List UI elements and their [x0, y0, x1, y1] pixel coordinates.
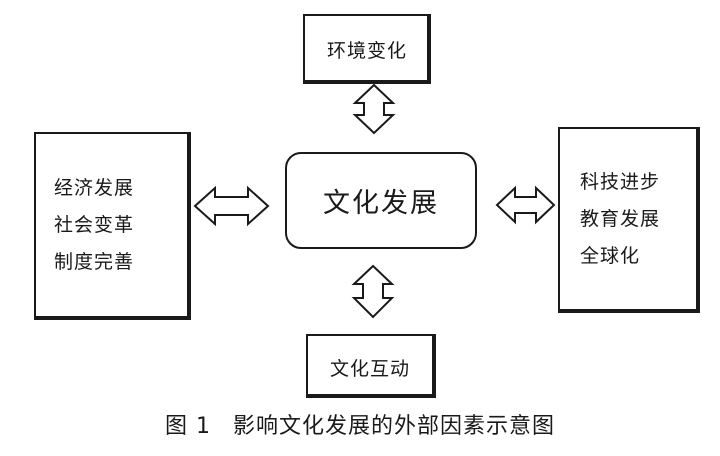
bottom-factor-label: 文化互动 — [330, 358, 411, 380]
figure-number: 图 1 — [164, 414, 211, 439]
left-factor-box: 经济发展 社会变革 制度完善 — [34, 132, 191, 320]
right-factor-box: 科技进步 教育发展 全球化 — [558, 127, 700, 313]
bottom-factor-box: 文化互动 — [306, 334, 436, 398]
center-culture-box: 文化发展 — [285, 152, 477, 249]
right-factor-line-2: 教育发展 — [580, 207, 661, 230]
left-factor-line-2: 社会变革 — [54, 213, 135, 236]
top-factor-label: 环境变化 — [327, 40, 408, 62]
right-factor-line-1: 科技进步 — [580, 170, 661, 193]
left-factor-line-1: 经济发展 — [54, 176, 135, 199]
figure-title: 影响文化发展的外部因素示意图 — [232, 414, 555, 439]
right-double-arrow-icon — [495, 185, 556, 225]
top-double-arrow-icon — [352, 83, 396, 135]
right-factor-line-3: 全球化 — [580, 244, 641, 267]
top-factor-box: 环境变化 — [303, 14, 431, 84]
left-factor-line-3: 制度完善 — [54, 250, 135, 273]
left-double-arrow-icon — [193, 185, 270, 227]
figure-caption: 图 1 影响文化发展的外部因素示意图 — [0, 408, 720, 440]
bottom-double-arrow-icon — [351, 264, 395, 319]
center-culture-label: 文化发展 — [323, 188, 439, 219]
